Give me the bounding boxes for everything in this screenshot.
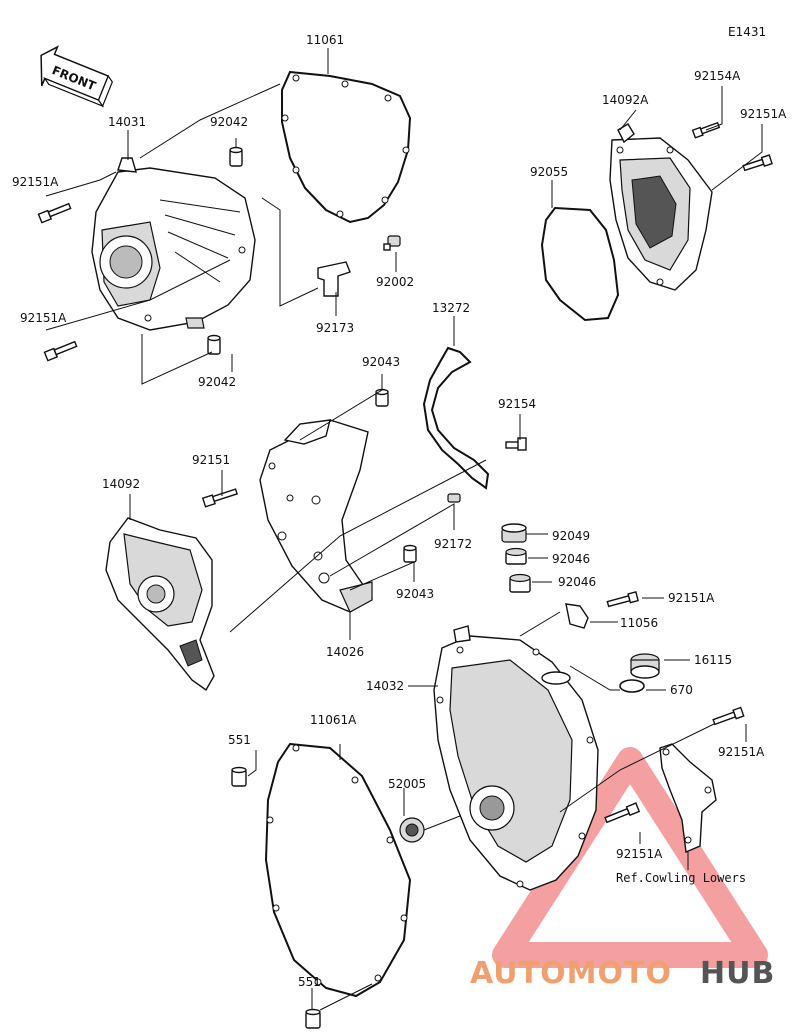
label-92154a: 92154A <box>694 69 741 83</box>
watermark-text-hub: HUB <box>700 956 775 991</box>
label-92151a-right-middle: 92151A <box>668 591 715 605</box>
label-92043-upper: 92043 <box>362 355 400 369</box>
part-labels: 11061 14031 92042 92151A 92002 92173 921… <box>12 33 787 989</box>
label-92002: 92002 <box>376 275 414 289</box>
label-92151a-left-upper: 92151A <box>12 175 59 189</box>
label-92046-lower: 92046 <box>558 575 596 589</box>
label-14092a: 14092A <box>602 93 649 107</box>
cover-14026 <box>259 419 373 613</box>
label-92173: 92173 <box>316 321 354 335</box>
front-arrow: FRONT <box>40 45 114 108</box>
label-92154: 92154 <box>498 397 536 411</box>
bracket-cowling <box>659 743 717 854</box>
bolt-92151a-right-lower-a <box>712 706 745 726</box>
bolt-92151a-right-lower-b <box>604 802 641 824</box>
cap-16115 <box>630 653 660 679</box>
seal-92049 <box>501 523 527 543</box>
cover-14031 <box>91 157 256 331</box>
bolt-92172 <box>447 493 461 503</box>
cover-14032 <box>433 625 599 891</box>
label-11061: 11061 <box>306 33 344 47</box>
leader-lines <box>45 48 763 1011</box>
label-670: 670 <box>670 683 693 697</box>
bolt-92154 <box>505 437 527 451</box>
gasket-13272 <box>422 346 490 490</box>
bolt-92151a-right-upper <box>742 154 773 172</box>
label-52005: 52005 <box>388 777 426 791</box>
label-92151a-right-lower-b: 92151A <box>616 847 663 861</box>
dowel-551-lower <box>305 1008 321 1029</box>
bolt-92151a-left-upper <box>37 202 72 224</box>
label-92151a-right-upper: 92151A <box>740 107 787 121</box>
label-92151: 92151 <box>192 453 230 467</box>
label-ref-cowling: Ref.Cowling Lowers <box>616 871 746 885</box>
label-14026: 14026 <box>326 645 364 659</box>
label-551-upper: 551 <box>228 733 251 747</box>
label-11056: 11056 <box>620 616 658 630</box>
dowel-551-upper <box>231 766 247 787</box>
label-92151a-right-lower-a: 92151A <box>718 745 765 759</box>
dowel-92042-upper <box>229 146 243 167</box>
label-92042-upper: 92042 <box>210 115 248 129</box>
label-14031: 14031 <box>108 115 146 129</box>
cover-14092a <box>609 123 713 291</box>
bolt-92151a-right-middle <box>606 591 639 608</box>
label-551-lower: 551 <box>298 975 321 989</box>
gasket-11061 <box>281 70 412 224</box>
label-92049: 92049 <box>552 529 590 543</box>
plug-52005 <box>399 817 425 843</box>
gasket-11061a <box>264 742 412 998</box>
label-92043-lower: 92043 <box>396 587 434 601</box>
label-92151a-left-lower: 92151A <box>20 311 67 325</box>
cover-14092 <box>105 517 215 692</box>
bearing-92046-upper <box>505 547 527 565</box>
clamp-11056 <box>565 603 589 629</box>
label-13272: 13272 <box>432 301 470 315</box>
bolt-92151 <box>201 488 238 508</box>
dowel-92043-lower <box>403 544 417 563</box>
label-92046-upper: 92046 <box>552 552 590 566</box>
plug-92002 <box>383 235 401 251</box>
gasket-92055 <box>540 206 620 322</box>
label-92055: 92055 <box>530 165 568 179</box>
label-92042-lower: 92042 <box>198 375 236 389</box>
dowel-92043-upper <box>375 388 389 407</box>
label-14092: 14092 <box>102 477 140 491</box>
bracket-92173 <box>317 261 351 297</box>
bearing-92046-lower <box>509 573 531 593</box>
oring-670 <box>619 679 645 693</box>
label-16115: 16115 <box>694 653 732 667</box>
label-92172: 92172 <box>434 537 472 551</box>
label-14032: 14032 <box>366 679 404 693</box>
watermark-text-automoto: AUTOMOTO <box>470 956 672 991</box>
bolt-92151a-left-lower <box>43 340 78 362</box>
label-11061a: 11061A <box>310 713 357 727</box>
dowel-92042-lower <box>207 334 221 355</box>
diagram-code: E1431 <box>728 25 766 39</box>
